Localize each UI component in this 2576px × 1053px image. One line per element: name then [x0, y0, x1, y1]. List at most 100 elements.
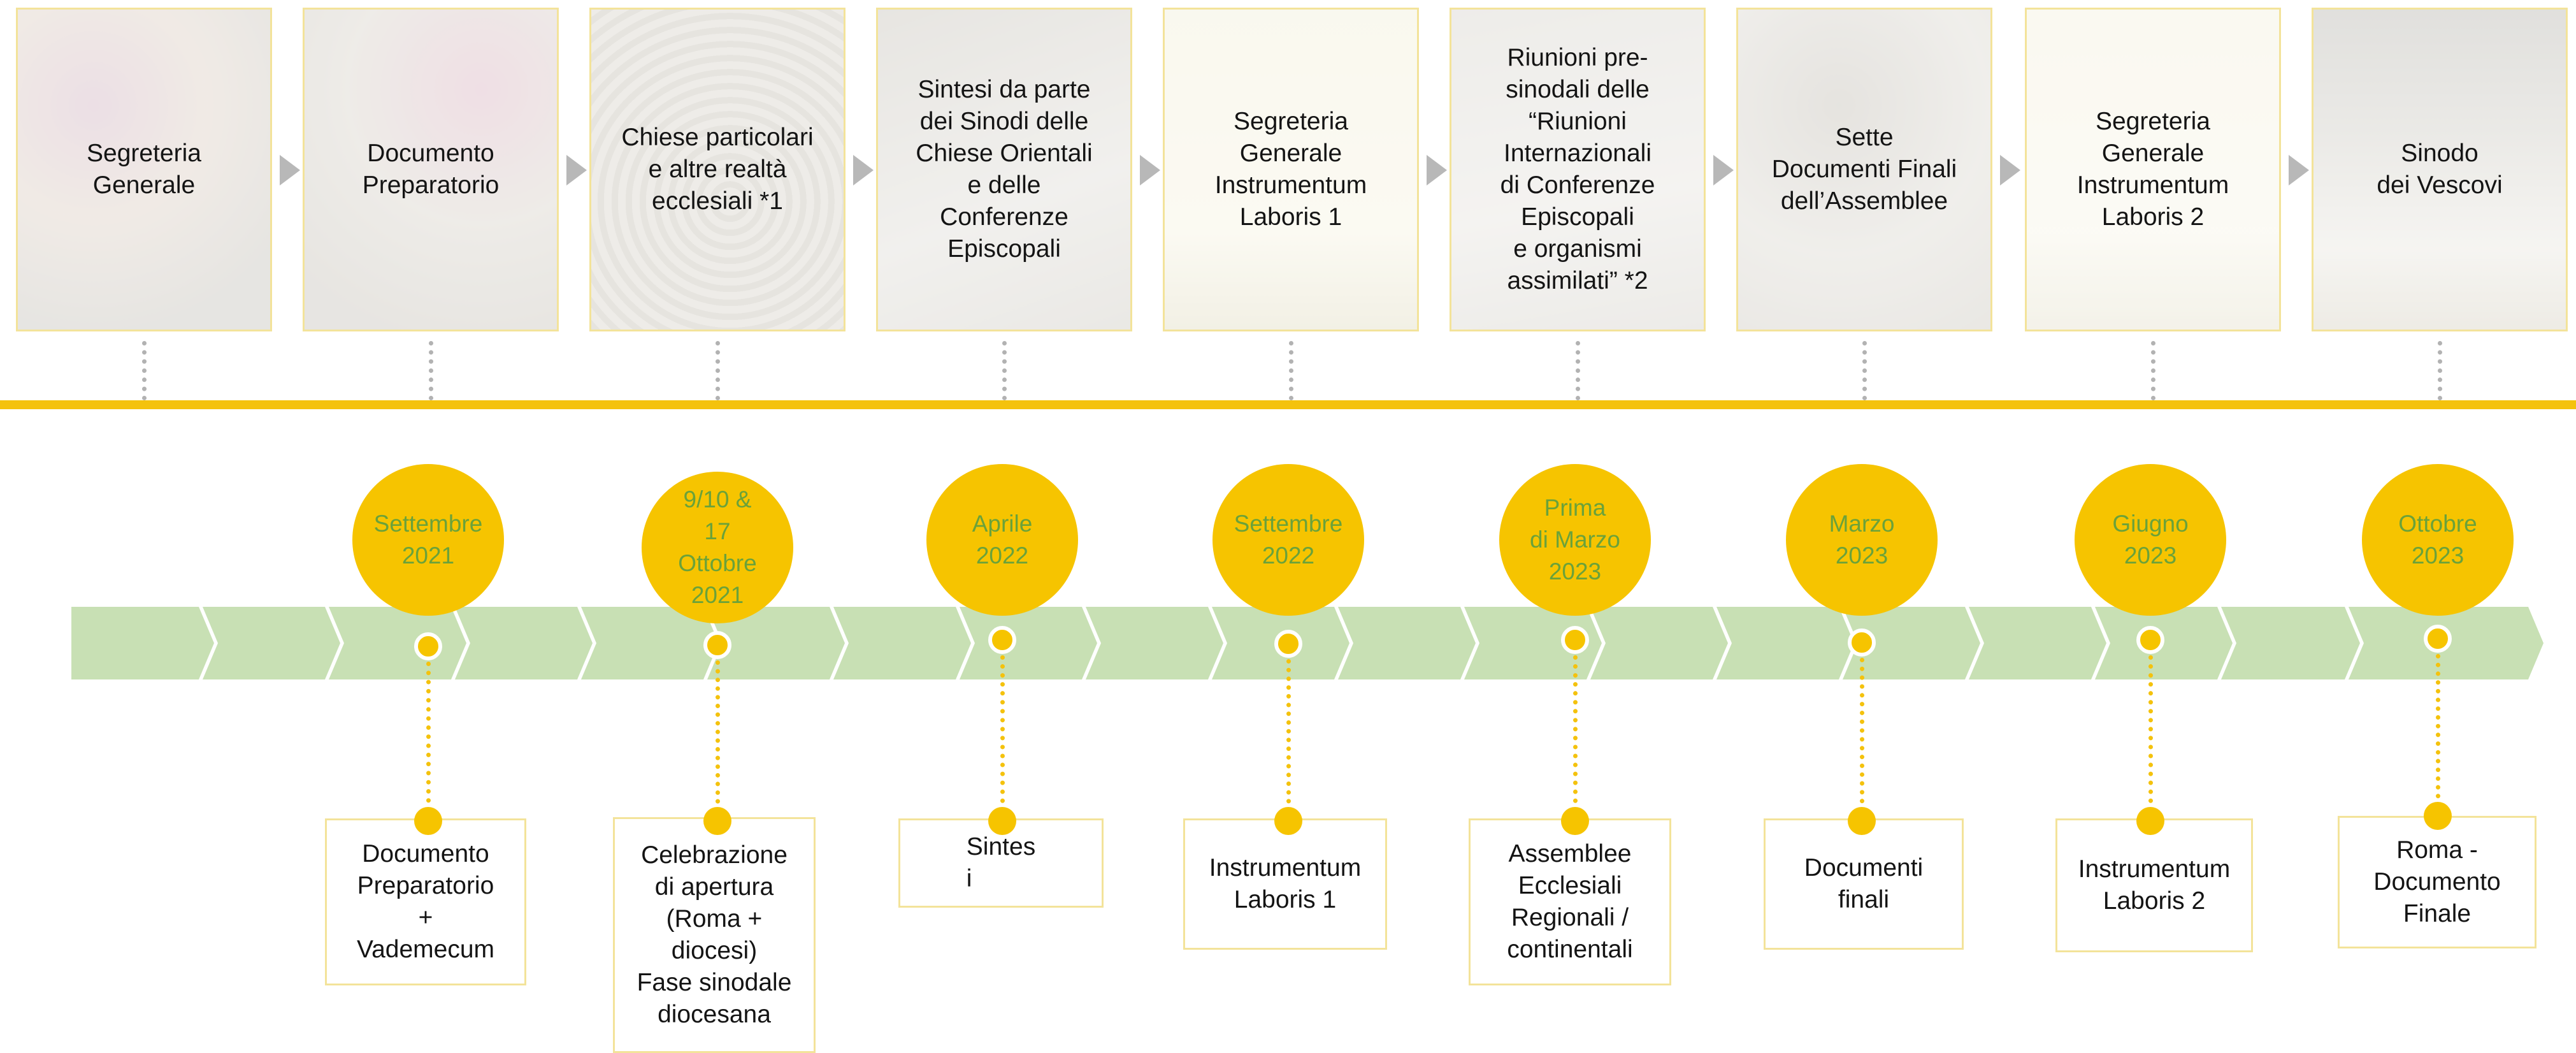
milestone-connector-dotted-line — [1573, 655, 1578, 821]
stage-card: Segreteria Generale Instrumentum Laboris… — [1163, 8, 1419, 331]
timeline-chevron-segment — [2221, 607, 2360, 679]
stage-card-label: Segreteria Generale Instrumentum Laboris… — [2076, 108, 2229, 231]
timeline-chevron-segment — [455, 607, 593, 679]
card-connector-dotted-line — [429, 341, 433, 400]
milestone-output-dot — [2424, 802, 2452, 830]
stage-card-label: Segreteria Generale Instrumentum Laboris… — [1214, 108, 1367, 231]
flow-arrow-icon — [2289, 155, 2309, 185]
milestone-output-dot — [703, 807, 731, 835]
milestone-date-circle: Ottobre 2023 — [2362, 464, 2514, 616]
card-connector-dotted-line — [716, 341, 720, 400]
card-photo-overlay — [1738, 10, 1990, 330]
card-connector-dotted-line — [1576, 341, 1580, 400]
timeline-yellow-line — [0, 400, 2576, 409]
timeline-chevron-segment — [203, 607, 340, 679]
card-photo-overlay — [591, 10, 844, 330]
milestone-connector-dotted-line — [426, 662, 431, 821]
stage-card-label: Riunioni pre- sinodali delle “Riunioni I… — [1500, 44, 1655, 294]
timeline-node — [988, 626, 1016, 654]
card-photo-overlay — [18, 10, 270, 330]
milestone-date-circle: Settembre 2021 — [352, 464, 504, 616]
milestone-output-box: Documento Preparatorio + Vademecum — [325, 818, 526, 985]
milestone-connector-dotted-line — [716, 660, 720, 821]
timeline-node — [2424, 625, 2452, 653]
milestone-date-circle: Marzo 2023 — [1786, 464, 1938, 616]
milestone-date-circle: Giugno 2023 — [2075, 464, 2226, 616]
card-connector-dotted-line — [1289, 341, 1293, 400]
stage-card: Chiese particolari e altre realtà eccles… — [589, 8, 845, 331]
timeline-chevron-segment — [960, 607, 1097, 679]
milestone-date-circle: Aprile 2022 — [926, 464, 1078, 616]
stage-card: Sintesi da parte dei Sinodi delle Chiese… — [876, 8, 1132, 331]
stage-card: Riunioni pre- sinodali delle “Riunioni I… — [1450, 8, 1706, 331]
milestone-output-box: Instrumentum Laboris 1 — [1183, 818, 1387, 950]
timeline-node — [2136, 626, 2164, 654]
stage-card-label: Documento Preparatorio — [362, 140, 500, 199]
timeline-node — [703, 631, 731, 659]
flow-arrow-icon — [1140, 155, 1160, 185]
stage-card: Sette Documenti Finali dell’Assemblee — [1736, 8, 1992, 331]
milestone-output-label: Roma - Documento Finale — [2373, 836, 2501, 927]
milestone-connector-dotted-line — [1000, 655, 1005, 821]
milestone-output-dot — [1561, 807, 1589, 835]
milestone-connector-dotted-line — [2436, 654, 2440, 816]
card-photo-overlay — [305, 10, 557, 330]
milestone-output-dot — [1848, 807, 1876, 835]
timeline-chevron-segment — [1086, 607, 1223, 679]
milestone-date-circle: 9/10 & 17 Ottobre 2021 — [642, 472, 793, 623]
timeline-chevron-segment — [1969, 607, 2106, 679]
card-photo-overlay — [2313, 10, 2566, 330]
flow-arrow-icon — [2000, 155, 2020, 185]
milestone-date-label: Settembre 2021 — [373, 511, 483, 569]
milestone-date-label: Settembre 2022 — [1234, 511, 1343, 569]
milestone-output-dot — [988, 807, 1016, 835]
timeline-chevron-segment — [1843, 607, 1980, 679]
timeline-chevron-segment — [707, 607, 845, 679]
flow-arrow-icon — [853, 155, 874, 185]
timeline-chevron-segment — [833, 607, 971, 679]
milestone-date-label: Ottobre 2023 — [2398, 511, 2477, 569]
milestone-date-label: Aprile 2022 — [972, 511, 1033, 569]
stage-card-label: Sette Documenti Finali dell’Assemblee — [1771, 124, 1957, 215]
flow-arrow-icon — [566, 155, 587, 185]
milestone-output-dot — [2136, 807, 2164, 835]
milestone-output-box: Celebrazione di apertura (Roma + diocesi… — [613, 817, 816, 1053]
milestone-output-label: Celebrazione di apertura (Roma + diocesi… — [637, 841, 792, 1028]
stage-card-label: Chiese particolari e altre realtà eccles… — [621, 124, 814, 215]
timeline-node — [1848, 628, 1876, 657]
milestone-output-box: Roma - Documento Finale — [2338, 816, 2536, 948]
card-photo-overlay — [878, 10, 1130, 330]
stage-card: Sinodo dei Vescovi — [2312, 8, 2568, 331]
milestone-connector-dotted-line — [2148, 655, 2153, 821]
timeline-chevron-segment — [1464, 607, 1602, 679]
milestone-output-box: Assemblee Ecclesiali Regionali / contine… — [1469, 818, 1671, 985]
milestone-output-dot — [1274, 807, 1302, 835]
timeline-chevron-segment — [71, 607, 214, 679]
card-connector-dotted-line — [2151, 341, 2155, 400]
card-photo-overlay — [2027, 10, 2279, 330]
stage-card-label: Sinodo dei Vescovi — [2377, 140, 2503, 199]
card-photo-overlay — [1451, 10, 1704, 330]
milestone-output-label: Documento Preparatorio + Vademecum — [356, 840, 495, 963]
timeline-chevron-segment — [1590, 607, 1728, 679]
timeline-node — [414, 632, 442, 660]
card-connector-dotted-line — [2438, 341, 2442, 400]
card-connector-dotted-line — [1002, 341, 1007, 400]
milestone-date-circle: Settembre 2022 — [1212, 464, 1364, 616]
milestone-date-circle: Prima di Marzo 2023 — [1499, 464, 1651, 616]
stage-card-label: Sintesi da parte dei Sinodi delle Chiese… — [916, 76, 1093, 263]
timeline-chevron-segment — [581, 607, 719, 679]
milestone-date-label: 9/10 & 17 Ottobre 2021 — [678, 486, 757, 608]
flow-arrow-icon — [1713, 155, 1734, 185]
timeline-chevron-segment — [1716, 607, 1854, 679]
milestone-output-label: Instrumentum Laboris 2 — [2078, 855, 2231, 915]
timeline-node — [1274, 630, 1302, 658]
milestone-output-box: Instrumentum Laboris 2 — [2055, 818, 2253, 952]
milestone-date-label: Prima di Marzo 2023 — [1530, 495, 1620, 585]
milestone-output-label: Documenti finali — [1804, 854, 1924, 913]
flow-arrow-icon — [280, 155, 300, 185]
milestone-output-label: Sintes i — [966, 833, 1036, 892]
stage-card-label: Segreteria Generale — [87, 140, 201, 199]
